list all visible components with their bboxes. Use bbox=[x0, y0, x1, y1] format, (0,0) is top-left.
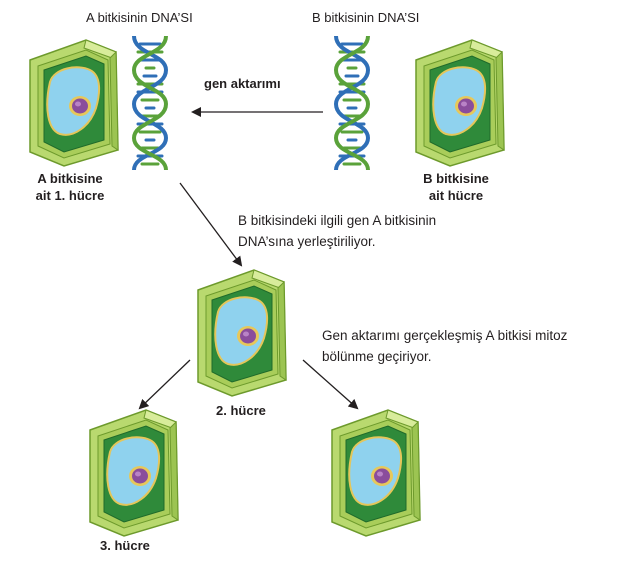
transfer-label: gen aktarımı bbox=[204, 76, 281, 91]
cell-4-icon bbox=[331, 409, 421, 537]
cell-a-label-line2: ait 1. hücre bbox=[35, 188, 105, 203]
cell-3-label: 3. hücre bbox=[100, 538, 150, 553]
dna-b-label: B bitkisinin DNA’SI bbox=[312, 10, 420, 25]
cell-b-label-line1: B bitkisine bbox=[423, 171, 489, 186]
dna-a-icon bbox=[132, 34, 168, 172]
dna-a-label: A bitkisinin DNA’SI bbox=[86, 10, 193, 25]
step2-text-line2: bölünme geçiriyor. bbox=[322, 349, 432, 364]
insertion-arrow bbox=[179, 182, 243, 267]
cell-b-label-line2: ait hücre bbox=[428, 188, 484, 203]
step1-text-line1: B bitkisindeki ilgili gen A bitkisinin bbox=[238, 213, 437, 228]
step2-text-line1: Gen aktarımı gerçekleşmiş A bitkisi mito… bbox=[322, 328, 568, 343]
cell-a-1-icon bbox=[29, 39, 119, 167]
step1-text-line2: DNA’sına yerleştiriliyor. bbox=[238, 234, 376, 249]
cell-2-icon bbox=[197, 269, 287, 397]
cell-3-icon bbox=[89, 409, 179, 537]
division-right-arrow bbox=[302, 359, 359, 410]
cell-b-icon bbox=[415, 39, 505, 167]
cell-2-label: 2. hücre bbox=[216, 403, 266, 418]
dna-b-icon bbox=[334, 34, 370, 172]
division-left-arrow bbox=[138, 359, 191, 410]
cell-a-label-line1: A bitkisine bbox=[37, 171, 103, 186]
